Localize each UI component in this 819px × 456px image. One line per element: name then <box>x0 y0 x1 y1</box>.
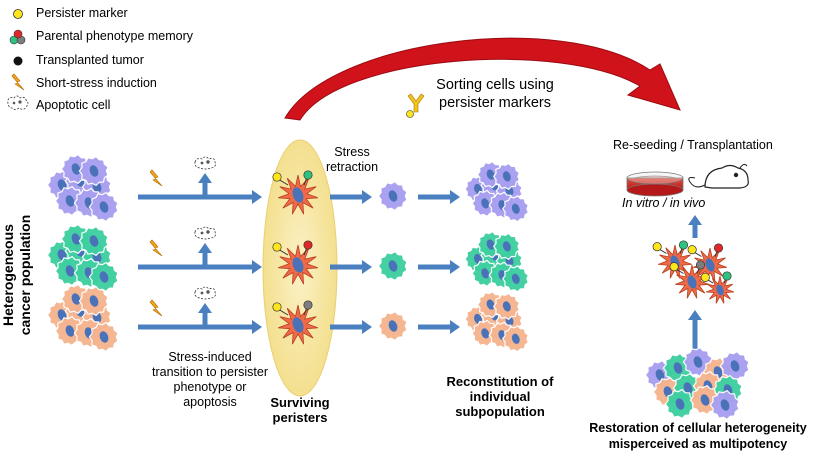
persister-marker-icon <box>13 9 23 19</box>
legend-apoptotic-cell: Apoptotic cell <box>36 98 111 112</box>
stress-retraction-label: Stress retraction <box>322 145 382 175</box>
stress-retraction-line2: retraction <box>325 160 379 174</box>
stress-induced-line2: transition to persister <box>151 365 269 379</box>
cluster-left-peach <box>46 283 119 353</box>
invitro-label: In vitro / in vivo <box>622 196 706 210</box>
restored-cell <box>719 350 750 382</box>
cluster-left-purple <box>46 153 119 223</box>
persister-green <box>272 240 318 285</box>
apoptotic-cell-purple <box>194 156 216 170</box>
transplanted-tumor-icon <box>13 56 23 66</box>
sorting-line1: Sorting cells using <box>436 77 554 93</box>
apoptotic-cell-peach <box>194 286 216 300</box>
cluster-left-green <box>46 223 119 293</box>
surviving-line1: Surviving <box>270 395 330 410</box>
restored-cell <box>664 388 695 420</box>
legend-icons <box>7 9 29 110</box>
single-cell-green <box>377 250 408 282</box>
reconstitution-line1: Reconstitution of <box>446 374 554 389</box>
heterogeneous-line1: Heterogeneous <box>0 224 16 326</box>
arrow-down-1 <box>688 215 702 238</box>
lightning-icon-peach <box>149 299 163 317</box>
sorting-line2: persister markers <box>439 95 551 111</box>
restoration-line1: Restoration of cellular heterogeneity <box>589 421 807 435</box>
cancer-cell <box>492 162 521 191</box>
mouse-icon <box>688 163 749 189</box>
legend-transplanted-tumor: Transplanted tumor <box>36 53 144 67</box>
stress-induced-line3: phenotype or <box>173 380 247 394</box>
arrow-apoptosis-peach <box>198 303 212 325</box>
lightning-icon-green <box>149 239 163 257</box>
sorting-arrow <box>284 37 681 121</box>
arrow-down-2 <box>688 310 702 350</box>
persister-peach <box>272 300 318 345</box>
reseeding-label: Re-seeding / Transplantation <box>613 138 773 152</box>
cancer-cell <box>78 155 109 187</box>
lightning-icon-purple <box>149 169 163 187</box>
arrow-stress-purple <box>138 190 262 204</box>
stress-induced-line4: apoptosis <box>183 395 237 409</box>
arrow-reconstitution-purple <box>418 190 460 204</box>
arrow-apoptosis-purple <box>198 173 212 195</box>
persister-right-4 <box>700 271 735 304</box>
petri-dish-icon <box>626 171 684 197</box>
apoptotic-cell-icon <box>7 95 29 110</box>
cancer-cell <box>501 325 530 353</box>
cancer-cell <box>88 321 119 353</box>
stress-retraction-line1: Stress <box>334 145 370 159</box>
legend-persister-marker: Persister marker <box>36 6 128 20</box>
arrow-retraction-green <box>330 260 372 274</box>
cancer-cell <box>88 191 119 223</box>
surviving-label: Surviving peristers <box>260 395 340 425</box>
arrow-stress-peach <box>138 320 262 334</box>
arrow-apoptosis-green <box>198 243 212 265</box>
reconstitution-line2: individual <box>469 389 531 404</box>
cancer-cell <box>492 292 521 321</box>
restoration-line2: misperceived as multipotency <box>608 437 788 451</box>
legend-parental-memory: Parental phenotype memory <box>36 29 194 43</box>
cluster-reconstituted-green <box>464 230 530 293</box>
single-cell-peach <box>377 310 408 342</box>
stress-induced-label: Stress-induced transition to persister p… <box>130 350 290 410</box>
single-cell-purple <box>377 180 408 212</box>
reconstitution-label: Reconstitution of individual subpopulati… <box>440 374 560 419</box>
reconstitution-line3: subpopulation <box>455 404 545 419</box>
arrow-reconstitution-green <box>418 260 460 274</box>
apoptotic-cell-green <box>194 226 216 240</box>
arrow-stress-green <box>138 260 262 274</box>
legend-short-stress: Short-stress induction <box>36 76 157 90</box>
heterogeneous-line2: cancer population <box>17 214 33 336</box>
stress-induced-line1: Stress-induced <box>168 350 252 364</box>
heterogeneous-label: Heterogeneous cancer population <box>0 200 34 350</box>
cluster-reconstituted-peach <box>464 290 530 353</box>
cluster-reconstituted-purple <box>464 160 530 223</box>
persister-purple <box>272 170 318 215</box>
arrow-retraction-peach <box>330 320 372 334</box>
cancer-cell <box>78 285 109 317</box>
cancer-cell <box>501 195 530 223</box>
antibody-icon <box>406 93 425 118</box>
restored-cell <box>709 389 740 421</box>
cancer-cell <box>88 261 119 293</box>
surviving-line2: peristers <box>272 410 328 425</box>
sorting-label: Sorting cells using persister markers <box>425 76 565 112</box>
cancer-cell <box>78 225 109 257</box>
cancer-cell <box>501 265 530 293</box>
parental-memory-icon <box>9 29 26 45</box>
arrow-retraction-purple <box>330 190 372 204</box>
restoration-label: Restoration of cellular heterogeneity mi… <box>580 420 816 452</box>
arrow-reconstitution-peach <box>418 320 460 334</box>
persister-right-2 <box>687 243 727 282</box>
cancer-cell <box>492 232 521 261</box>
lightning-icon <box>11 73 25 91</box>
